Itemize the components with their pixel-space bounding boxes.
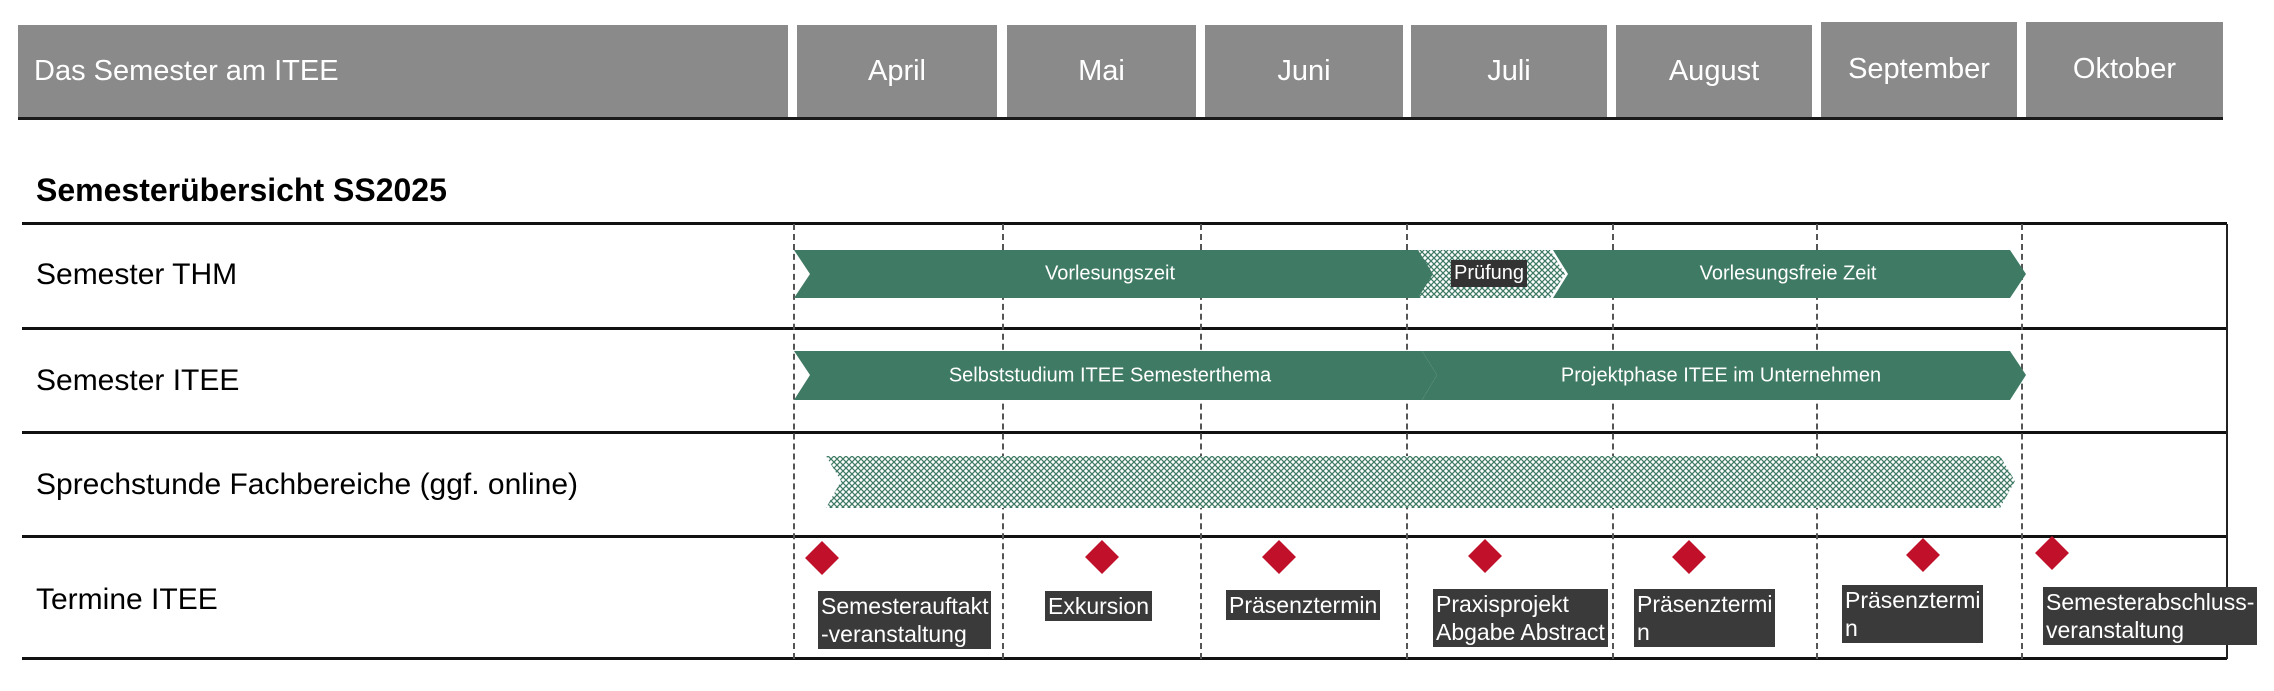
bar-label-vorlesungszeit: Vorlesungszeit bbox=[1044, 262, 1176, 285]
row-divider bbox=[22, 222, 2227, 225]
bar-label-selbststudium: Selbststudium ITEE Semesterthema bbox=[948, 364, 1272, 387]
row-divider bbox=[22, 327, 2227, 330]
month-april: April bbox=[797, 25, 997, 117]
row-divider bbox=[22, 431, 2227, 434]
bar-label-pruefung: Prüfung bbox=[1451, 260, 1528, 287]
grid-line-april bbox=[793, 224, 795, 659]
bar-label-projektphase: Projektphase ITEE im Unternehmen bbox=[1560, 364, 1882, 387]
header-rule bbox=[18, 117, 2223, 120]
event-praesenztermin-august: Präsenztermi n bbox=[1634, 589, 1776, 647]
grid-line-august bbox=[1612, 224, 1614, 659]
bar-vorlesungszeit bbox=[794, 250, 1434, 298]
month-juni: Juni bbox=[1205, 25, 1403, 117]
event-praesenztermin-september: Präsenztermi n bbox=[1842, 585, 1984, 643]
row-label-semester-itee: Semester ITEE bbox=[36, 364, 240, 397]
grid-line-mai bbox=[1002, 224, 1004, 659]
event-exkursion: Exkursion bbox=[1045, 591, 1152, 621]
bar-projektphase bbox=[1422, 351, 2026, 400]
row-divider bbox=[22, 657, 2227, 660]
bar-label-vorlesungsfreie-zeit: Vorlesungsfreie Zeit bbox=[1699, 262, 1877, 285]
grid-line-juni bbox=[1200, 224, 1202, 659]
event-praxisprojekt-abstract: Praxisprojekt Abgabe Abstract bbox=[1433, 589, 1608, 647]
month-oktober: Oktober bbox=[2026, 22, 2223, 117]
grid-line-end bbox=[2226, 224, 2228, 659]
event-praesenztermin-juni: Präsenztermin bbox=[1226, 590, 1381, 620]
page-heading: Semesterübersicht SS2025 bbox=[36, 172, 447, 208]
row-divider bbox=[22, 535, 2227, 538]
row-label-semester-thm: Semester THM bbox=[36, 258, 238, 291]
event-semesterauftakt: Semesterauftakt -veranstaltung bbox=[818, 591, 992, 649]
row-label-sprechstunde: Sprechstunde Fachbereiche (ggf. online) bbox=[36, 468, 578, 501]
month-august: August bbox=[1616, 25, 1812, 117]
month-mai: Mai bbox=[1007, 25, 1196, 117]
bar-sprechstunde bbox=[826, 456, 2015, 508]
grid-line-september bbox=[1816, 224, 1818, 659]
bar-selbststudium bbox=[794, 351, 1437, 400]
row-label-termine-itee: Termine ITEE bbox=[36, 583, 218, 616]
grid-line-oktober bbox=[2021, 224, 2023, 659]
event-semesterabschluss: Semesterabschluss- veranstaltung bbox=[2043, 587, 2258, 645]
grid-line-juli bbox=[1406, 224, 1408, 659]
month-september: September bbox=[1821, 22, 2017, 117]
bar-vorlesungsfreie-zeit bbox=[1553, 250, 2026, 298]
header-title: Das Semester am ITEE bbox=[18, 25, 788, 117]
month-juli: Juli bbox=[1411, 25, 1607, 117]
